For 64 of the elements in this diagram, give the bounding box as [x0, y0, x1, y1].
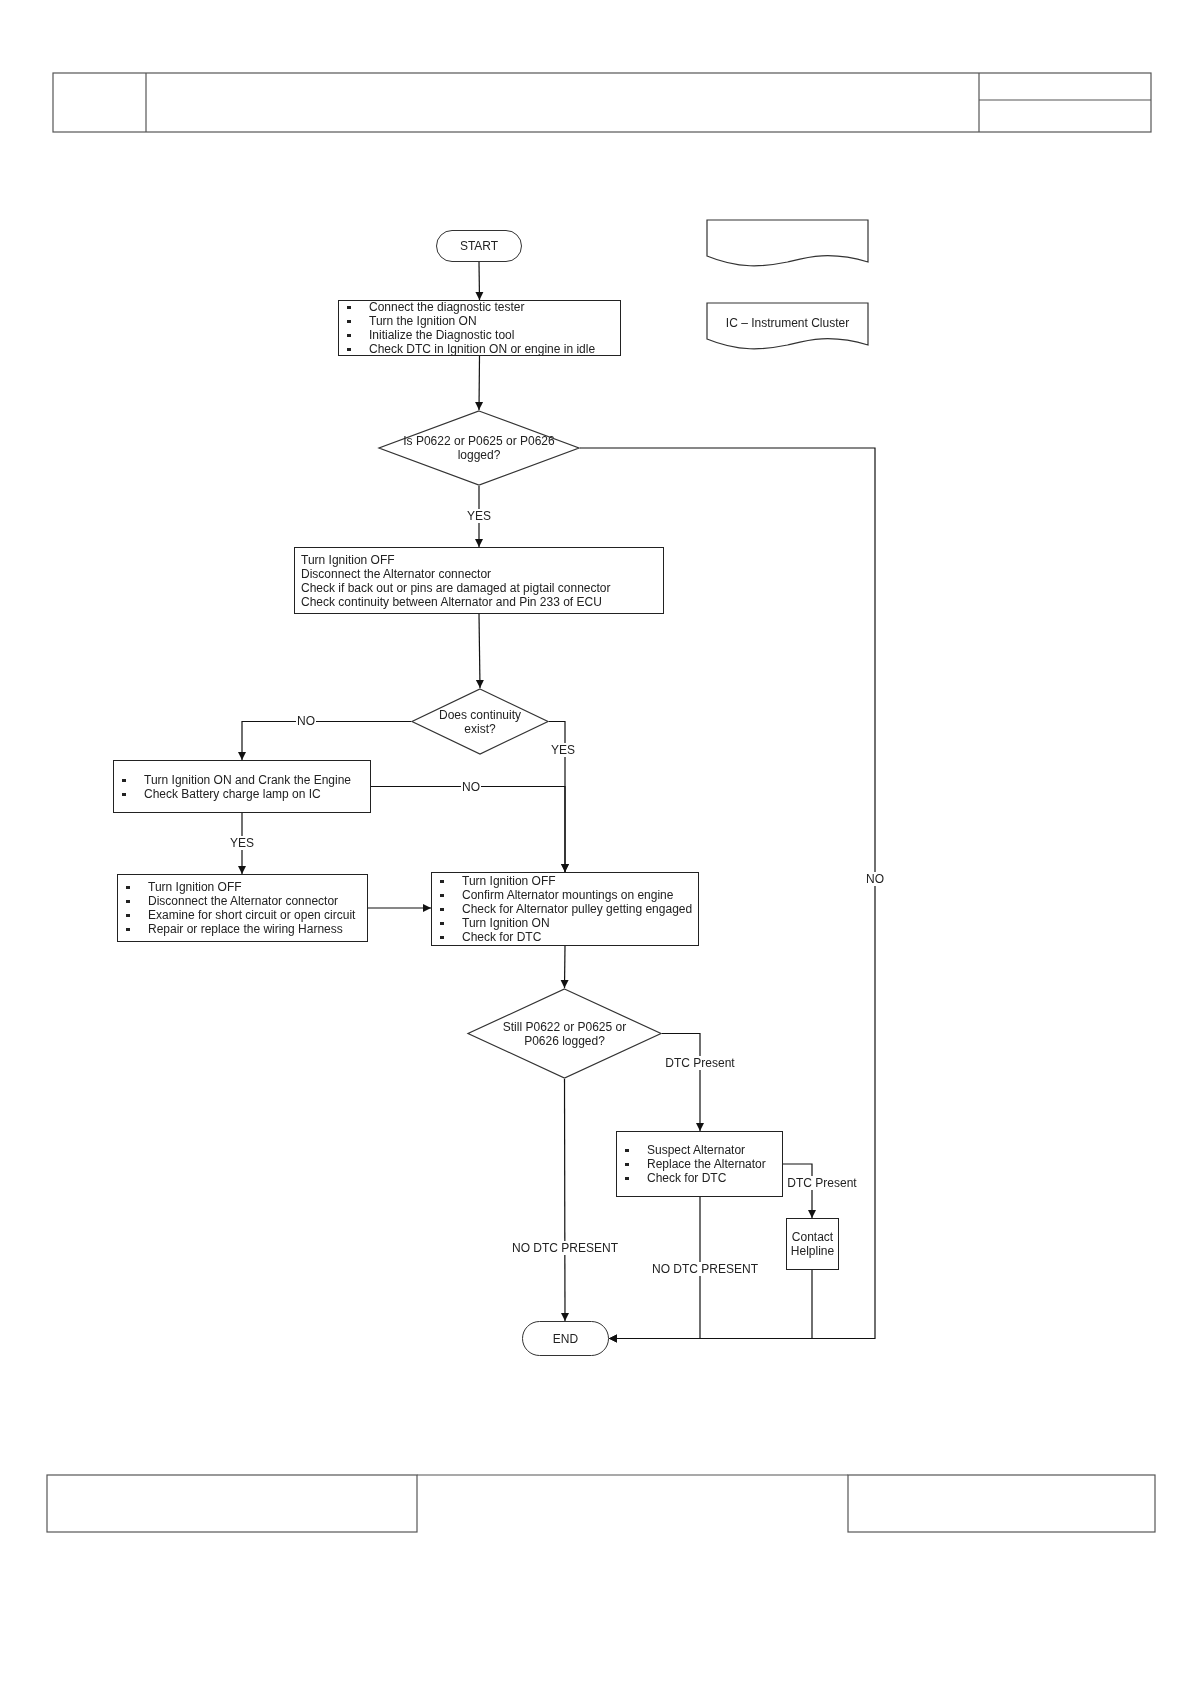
step-text: Turn Ignition OFF: [432, 874, 694, 888]
edge-label: NO: [296, 714, 316, 728]
edge-label: YES: [466, 509, 492, 523]
step-text: Confirm Alternator mountings on engine: [432, 888, 694, 902]
edge-label: YES: [550, 743, 576, 757]
document-shape: [706, 302, 869, 351]
step-text: Check DTC in Ignition ON or engine in idle: [339, 342, 616, 356]
step-text: Disconnect the Alternator connector: [300, 566, 493, 581]
step-text: Connect the diagnostic tester: [339, 300, 616, 314]
edge-label: YES: [229, 836, 255, 850]
edge-label: NO: [461, 780, 481, 794]
process-box: [431, 872, 699, 946]
node-text: END: [551, 1331, 580, 1346]
step-text: Check Battery charge lamp on IC: [114, 786, 366, 801]
step-text: Check continuity between Alternator and Pin 233 of ECU: [300, 594, 603, 609]
arrow: [367, 904, 432, 912]
edge-label: DTC Present: [664, 1056, 736, 1070]
step-text: Turn Ignition ON: [432, 916, 694, 930]
step-text: Check if back out or pins are damaged at pigtail connector: [300, 580, 612, 595]
arrow: [475, 261, 484, 301]
arrow: [560, 945, 569, 989]
step-text: Examine for short circuit or open circuit: [118, 908, 363, 922]
step-text: Disconnect the Alternator connector: [118, 894, 363, 908]
step-text: Repair or replace the wiring Harness: [118, 922, 363, 936]
arrow: [608, 1269, 813, 1343]
step-text: Check for DTC: [617, 1171, 778, 1185]
process-box: [338, 300, 621, 356]
process-box: [616, 1131, 783, 1197]
arrow: [475, 355, 484, 411]
edge-label: NO: [865, 872, 885, 886]
node-text: Still P0622 or P0625 or P0626 logged?: [501, 1019, 628, 1048]
arrow: [661, 1032, 704, 1132]
step-text: Initialize the Diagnostic tool: [339, 328, 616, 342]
step-text: Turn the Ignition ON: [339, 314, 616, 328]
step-text: Turn Ignition OFF: [118, 880, 363, 894]
terminal-node: [522, 1321, 609, 1356]
decision-diamond: [411, 688, 549, 755]
process-box: [113, 760, 371, 813]
arrow: [370, 785, 569, 873]
edge-label: NO DTC PRESENT: [651, 1262, 759, 1276]
arrow: [238, 720, 412, 761]
edge-label: DTC Present: [786, 1176, 858, 1190]
node-text: Is P0622 or P0625 or P0626 logged?: [402, 434, 556, 462]
arrow: [782, 1163, 816, 1219]
node-text: IC – Instrument Cluster: [724, 315, 851, 330]
terminal-node: [436, 230, 522, 262]
step-text: Turn Ignition OFF: [300, 552, 396, 567]
step-text: Suspect Alternator: [617, 1143, 778, 1157]
process-box: [294, 547, 664, 614]
decision-diamond: [467, 988, 662, 1079]
node-text: Does continuity exist?: [437, 707, 522, 736]
step-text: Replace the Alternator: [617, 1157, 778, 1171]
node-text: START: [458, 239, 500, 253]
edge-label: NO DTC PRESENT: [511, 1241, 619, 1255]
process-box: [786, 1218, 839, 1270]
process-box: [117, 874, 368, 942]
decision-diamond: [378, 410, 580, 486]
document-shape: [706, 219, 869, 268]
arrow: [561, 1078, 569, 1322]
step-text: Turn Ignition ON and Crank the Engine: [114, 772, 366, 787]
step-text: Check for Alternator pulley getting engaged: [432, 902, 694, 916]
arrow: [475, 613, 484, 689]
step-text: Check for DTC: [432, 930, 694, 944]
node-text: Contact Helpline: [789, 1230, 836, 1258]
